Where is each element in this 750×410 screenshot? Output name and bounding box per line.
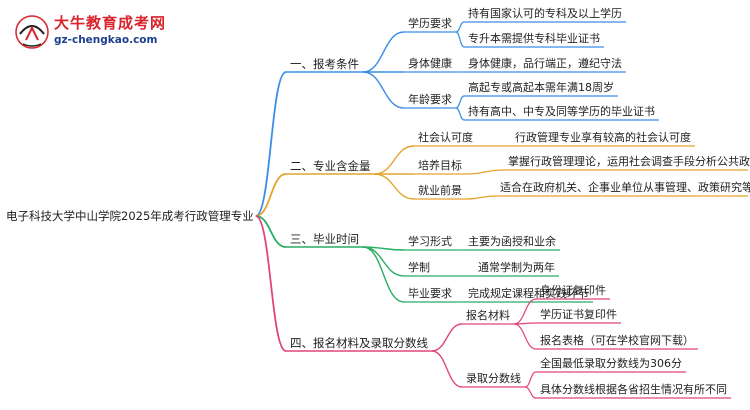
leaf-label: 身体健康，品行端正，遵纪守法 <box>468 57 622 70</box>
subtopic-label: 年龄要求 <box>408 93 452 106</box>
leaf-label: 通常学制为两年 <box>478 261 555 274</box>
subtopic-label: 学习形式 <box>408 235 452 248</box>
branch-connector <box>255 215 287 352</box>
subtopic-connector <box>362 71 405 109</box>
leaf-connector <box>524 386 537 399</box>
subtopic-connector <box>362 246 405 303</box>
subtopic-label: 学制 <box>408 261 430 274</box>
leaf-connector <box>455 95 465 109</box>
branch-1-label: 一、报考条件 <box>290 57 359 71</box>
leaf-label: 行政管理专业享有较高的社会认可度 <box>515 131 691 144</box>
leaf-label: 持有高中、中专及同等学历的毕业证书 <box>468 105 655 118</box>
branch-4-label: 四、报名材料及录取分数线 <box>290 336 428 350</box>
subtopic-label: 毕业要求 <box>408 287 452 300</box>
leaf-label: 主要为函授和业余 <box>468 235 556 248</box>
branch-connector <box>255 71 287 217</box>
subtopic-label: 身体健康 <box>408 57 452 70</box>
leaf-label: 身份证复印件 <box>540 284 606 297</box>
leaf-label: 学历证书复印件 <box>540 308 617 321</box>
subtopic-label: 就业前景 <box>418 184 462 197</box>
leaf-label: 具体分数线根据各省招生情况有所不同 <box>540 383 727 396</box>
leaf-label: 适合在政府机关、企事业单位从事管理、政策研究等工作 <box>500 181 750 194</box>
leaf-connector <box>524 371 537 388</box>
leaf-label: 持有国家认可的专科及以上学历 <box>468 7 622 20</box>
branch-connector <box>255 215 287 248</box>
leaf-label: 完成规定课程和实践环节 <box>468 287 589 300</box>
subtopic-connector <box>362 31 405 73</box>
subtopic-label: 社会认可度 <box>418 131 473 144</box>
leaf-connector <box>455 107 465 121</box>
subtopic-connector <box>362 246 405 277</box>
subtopic-connector <box>431 323 463 352</box>
branch-connector <box>255 173 287 217</box>
subtopic-label: 录取分数线 <box>466 372 521 385</box>
logo-mark-icon <box>15 15 49 49</box>
subtopic-connector <box>374 173 415 200</box>
leaf-label: 报名表格（可在学校官网下载） <box>540 334 694 347</box>
branch-2-label: 二、专业含金量 <box>290 159 371 173</box>
leaf-label: 全国最低录取分数线为306分 <box>540 357 682 370</box>
subtopic-connector <box>374 145 415 175</box>
leaf-label: 掌握行政管理理论，运用社会调查手段分析公共政策 <box>508 155 750 168</box>
subtopic-label: 报名材料 <box>466 309 510 322</box>
subtopic-label: 学历要求 <box>408 17 452 30</box>
leaf-connector <box>465 195 497 200</box>
leaf-connector <box>513 323 537 350</box>
root-topic: 电子科技大学中山学院2025年成考行政管理专业 <box>6 209 254 223</box>
subtopic-connector <box>431 350 463 388</box>
subtopic-label: 培养目标 <box>418 159 462 172</box>
leaf-label: 专升本需提供专科毕业证书 <box>468 32 600 45</box>
branch-3-label: 三、毕业时间 <box>290 232 359 246</box>
leaf-label: 高起专或高起本需年满18周岁 <box>468 81 614 94</box>
leaf-connector <box>513 298 537 325</box>
logo-site-name: 大牛教育成考网 <box>54 14 167 32</box>
logo-site-url: gz-chengkao.com <box>54 34 158 46</box>
leaf-connector <box>465 169 505 175</box>
site-logo[interactable]: 大牛教育成考网 gz-chengkao.com <box>14 12 204 52</box>
leaf-connector <box>455 31 465 48</box>
leaf-connector <box>455 21 465 33</box>
